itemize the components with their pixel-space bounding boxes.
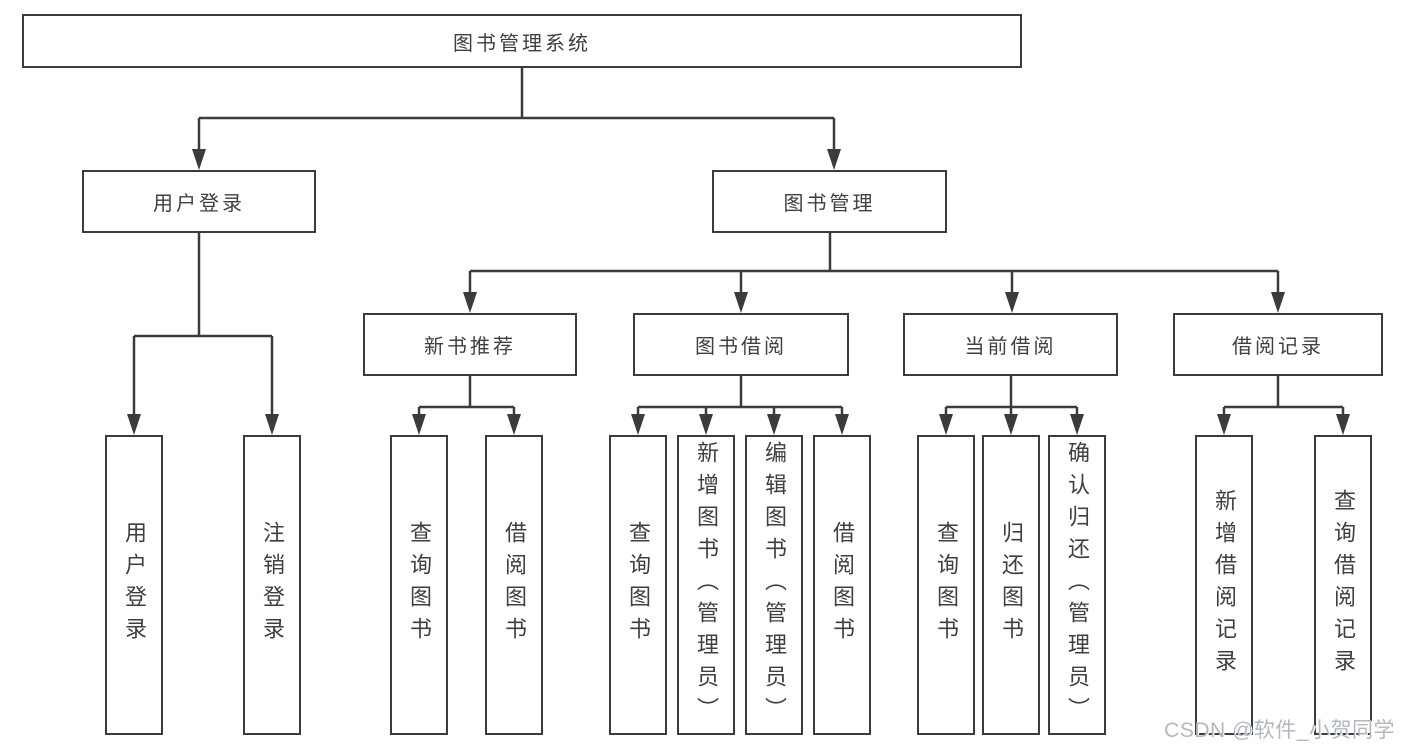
- node-label: 图书借阅: [695, 336, 787, 358]
- node-new-book-recommend: 新书推荐: [363, 313, 577, 376]
- leaf-query-borrow-record: 查询借阅记录: [1314, 435, 1372, 735]
- leaf-confirm-return-admin: 确认归还（管理员）: [1048, 435, 1106, 735]
- leaf-label: 确认归还（管理员）: [1065, 441, 1090, 729]
- node-library-management-system: 图书管理系统: [22, 14, 1022, 68]
- node-current-borrow: 当前借阅: [903, 313, 1118, 376]
- leaf-label: 新增借阅记录: [1212, 489, 1237, 681]
- node-label: 新书推荐: [424, 336, 516, 358]
- leaf-user-login: 用户登录: [105, 435, 163, 735]
- arrowhead-icon: [127, 149, 1350, 435]
- node-label: 用户登录: [153, 193, 245, 215]
- leaf-label: 编辑图书（管理员）: [762, 441, 787, 729]
- csdn-watermark: CSDN @软件_小贺同学: [1164, 719, 1395, 742]
- leaf-label: 借阅图书: [502, 521, 527, 649]
- connector-path: [132, 68, 1345, 418]
- node-book-management: 图书管理: [712, 170, 947, 233]
- node-label: 图书管理系统: [453, 32, 591, 55]
- node-label: 当前借阅: [964, 336, 1057, 358]
- leaf-label: 新增图书（管理员）: [694, 441, 719, 729]
- leaf-label: 查询图书: [626, 521, 651, 649]
- leaf-query-books-recommend: 查询图书: [390, 435, 448, 735]
- leaf-edit-books-admin: 编辑图书（管理员）: [745, 435, 803, 735]
- leaf-label: 查询图书: [407, 521, 432, 649]
- leaf-query-books-current: 查询图书: [917, 435, 975, 735]
- leaf-return-books: 归还图书: [982, 435, 1040, 735]
- node-label: 图书管理: [783, 193, 876, 215]
- leaf-query-books-borrow: 查询图书: [609, 435, 667, 735]
- node-label: 借阅记录: [1232, 336, 1324, 358]
- node-user-login: 用户登录: [82, 170, 316, 233]
- leaf-label: 用户登录: [122, 521, 147, 649]
- leaf-label: 查询图书: [934, 521, 959, 649]
- node-borrow-records: 借阅记录: [1173, 313, 1383, 376]
- leaf-add-borrow-record: 新增借阅记录: [1195, 435, 1253, 735]
- node-book-borrow: 图书借阅: [633, 313, 849, 376]
- leaf-label: 归还图书: [999, 521, 1024, 649]
- leaf-label: 注销登录: [260, 521, 285, 649]
- leaf-borrow-books-recommend: 借阅图书: [485, 435, 543, 735]
- leaf-logout-login: 注销登录: [243, 435, 301, 735]
- leaf-add-books-admin: 新增图书（管理员）: [677, 435, 735, 735]
- leaf-label: 借阅图书: [830, 521, 855, 649]
- leaf-borrow-books: 借阅图书: [813, 435, 871, 735]
- leaf-label: 查询借阅记录: [1331, 489, 1356, 681]
